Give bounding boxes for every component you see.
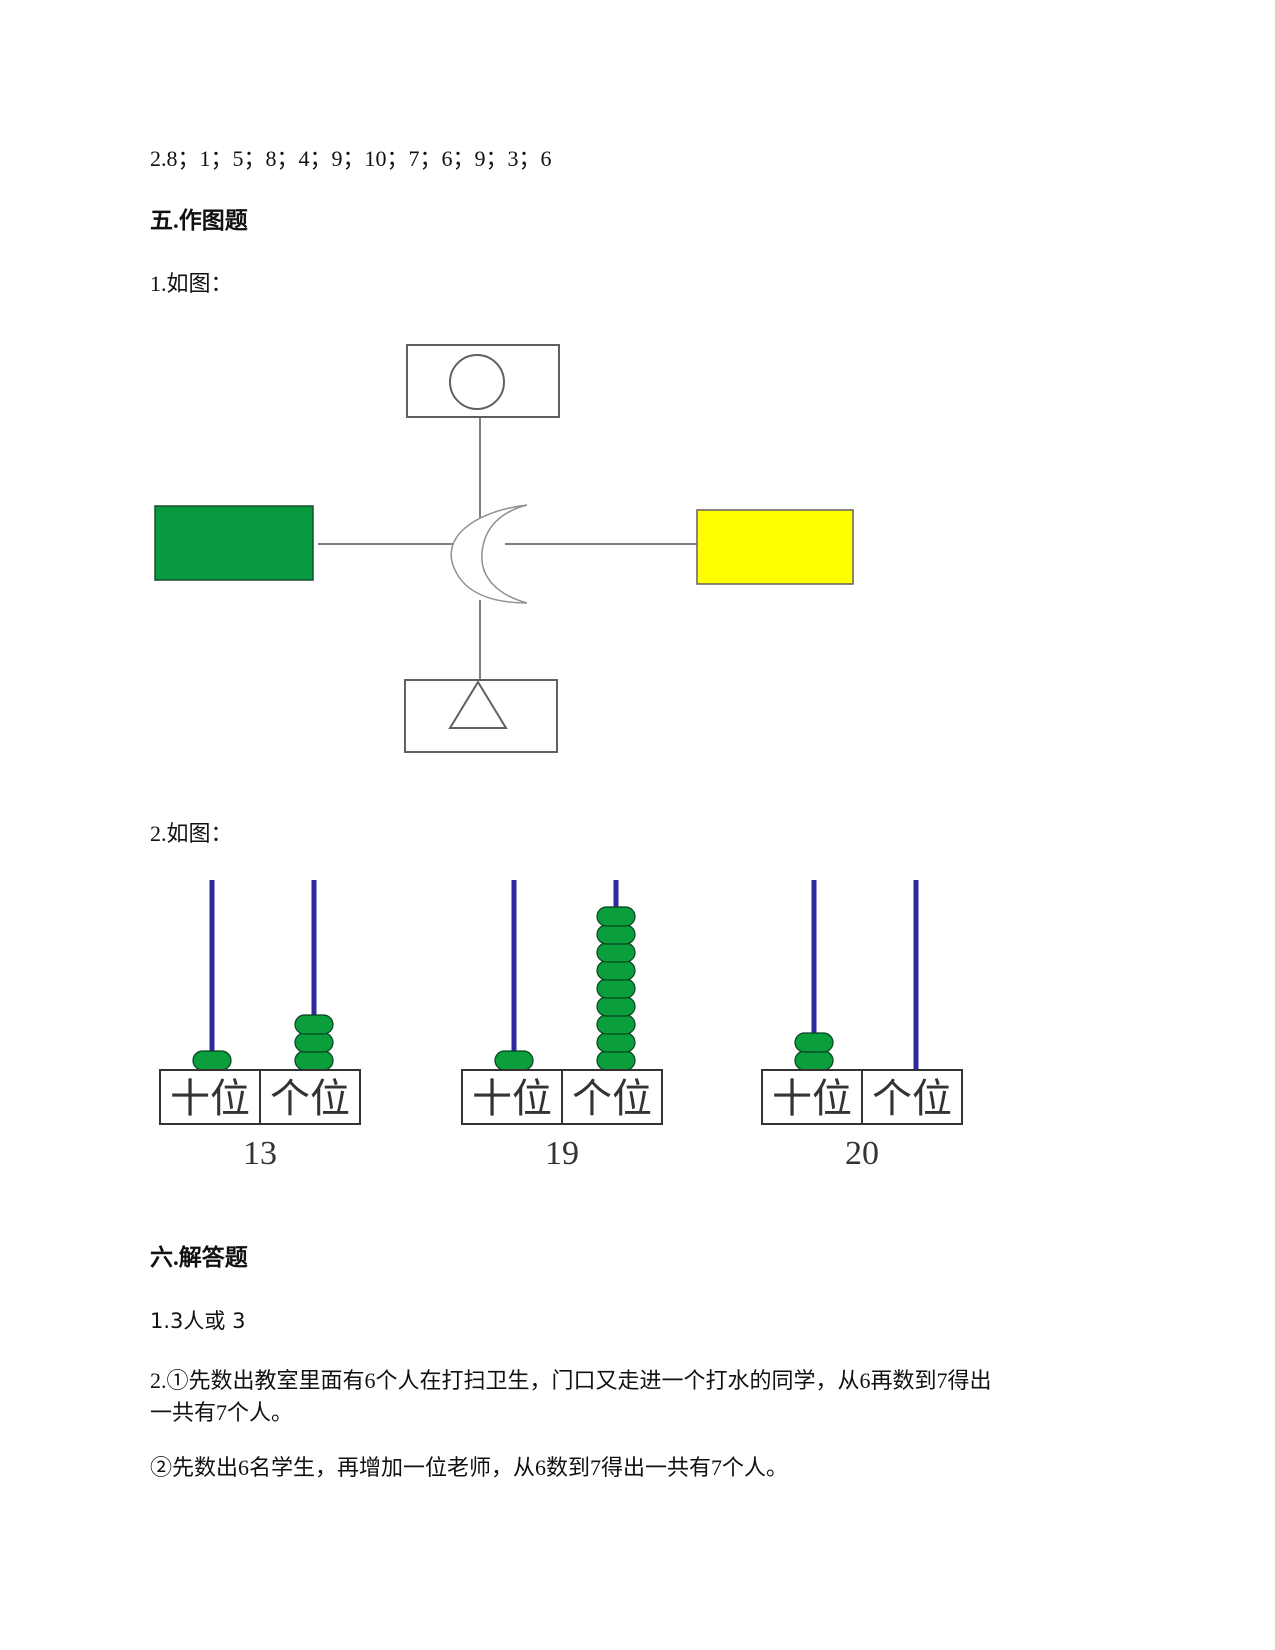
abacus-number: 19: [545, 1135, 579, 1172]
ones-bead: [596, 960, 636, 981]
question-1-label: 1.如图：: [150, 271, 233, 296]
ones-bead: [294, 1032, 334, 1053]
ones-bead: [294, 1014, 334, 1035]
section-title-answers: 六.解答题: [150, 1245, 248, 1270]
tens-bead: [192, 1050, 232, 1071]
ones-bead: [596, 924, 636, 945]
ones-label: 个位: [572, 1076, 652, 1122]
tens-label: 十位: [772, 1076, 852, 1122]
tens-label: 十位: [472, 1076, 552, 1122]
top-box: [406, 344, 560, 418]
ones-bead: [596, 1014, 636, 1035]
ones-label: 个位: [872, 1076, 952, 1122]
abacus-number: 20: [845, 1135, 879, 1172]
ones-bead: [596, 942, 636, 963]
place-value-box: [159, 1069, 361, 1125]
ones-label: 个位: [270, 1076, 350, 1122]
ones-bead: [596, 906, 636, 927]
question-2-label: 2.如图：: [150, 821, 233, 846]
abacus-number: 13: [243, 1135, 277, 1172]
answers-line: 2.8；1；5；8；4；9；10；7；6；9；3；6: [150, 146, 552, 171]
yellow-rectangle: [696, 509, 854, 585]
answer-1: 1.3人或 3: [150, 1309, 246, 1333]
tens-label: 十位: [170, 1076, 250, 1122]
place-value-box: [461, 1069, 663, 1125]
answer-2-part-2: ②先数出6名学生，再增加一位老师，从6数到7得出一共有7个人。: [150, 1455, 789, 1480]
tens-bead: [494, 1050, 534, 1071]
ones-bead: [596, 996, 636, 1017]
place-value-box: [761, 1069, 963, 1125]
answer-2: 2.①先数出教室里面有6个人在打扫卫生，门口又走进一个打水的同学，从6再数到7得…: [150, 1365, 1110, 1429]
bottom-box: [404, 679, 558, 753]
answer-2-line-2: 一共有7个人。: [150, 1400, 294, 1425]
triangle-shape: [448, 680, 508, 729]
ones-bead: [596, 978, 636, 999]
crescent-moon-shape: [450, 504, 528, 604]
ones-bead: [596, 1032, 636, 1053]
tens-bead: [794, 1050, 834, 1071]
green-rectangle: [154, 505, 314, 581]
circle-shape: [449, 354, 505, 410]
ones-bead: [596, 1050, 636, 1071]
answer-2-line-1: 2.①先数出教室里面有6个人在打扫卫生，门口又走进一个打水的同学，从6再数到7得…: [150, 1368, 992, 1393]
section-title-drawing: 五.作图题: [150, 208, 248, 233]
ones-bead: [294, 1050, 334, 1071]
tens-bead: [794, 1032, 834, 1053]
